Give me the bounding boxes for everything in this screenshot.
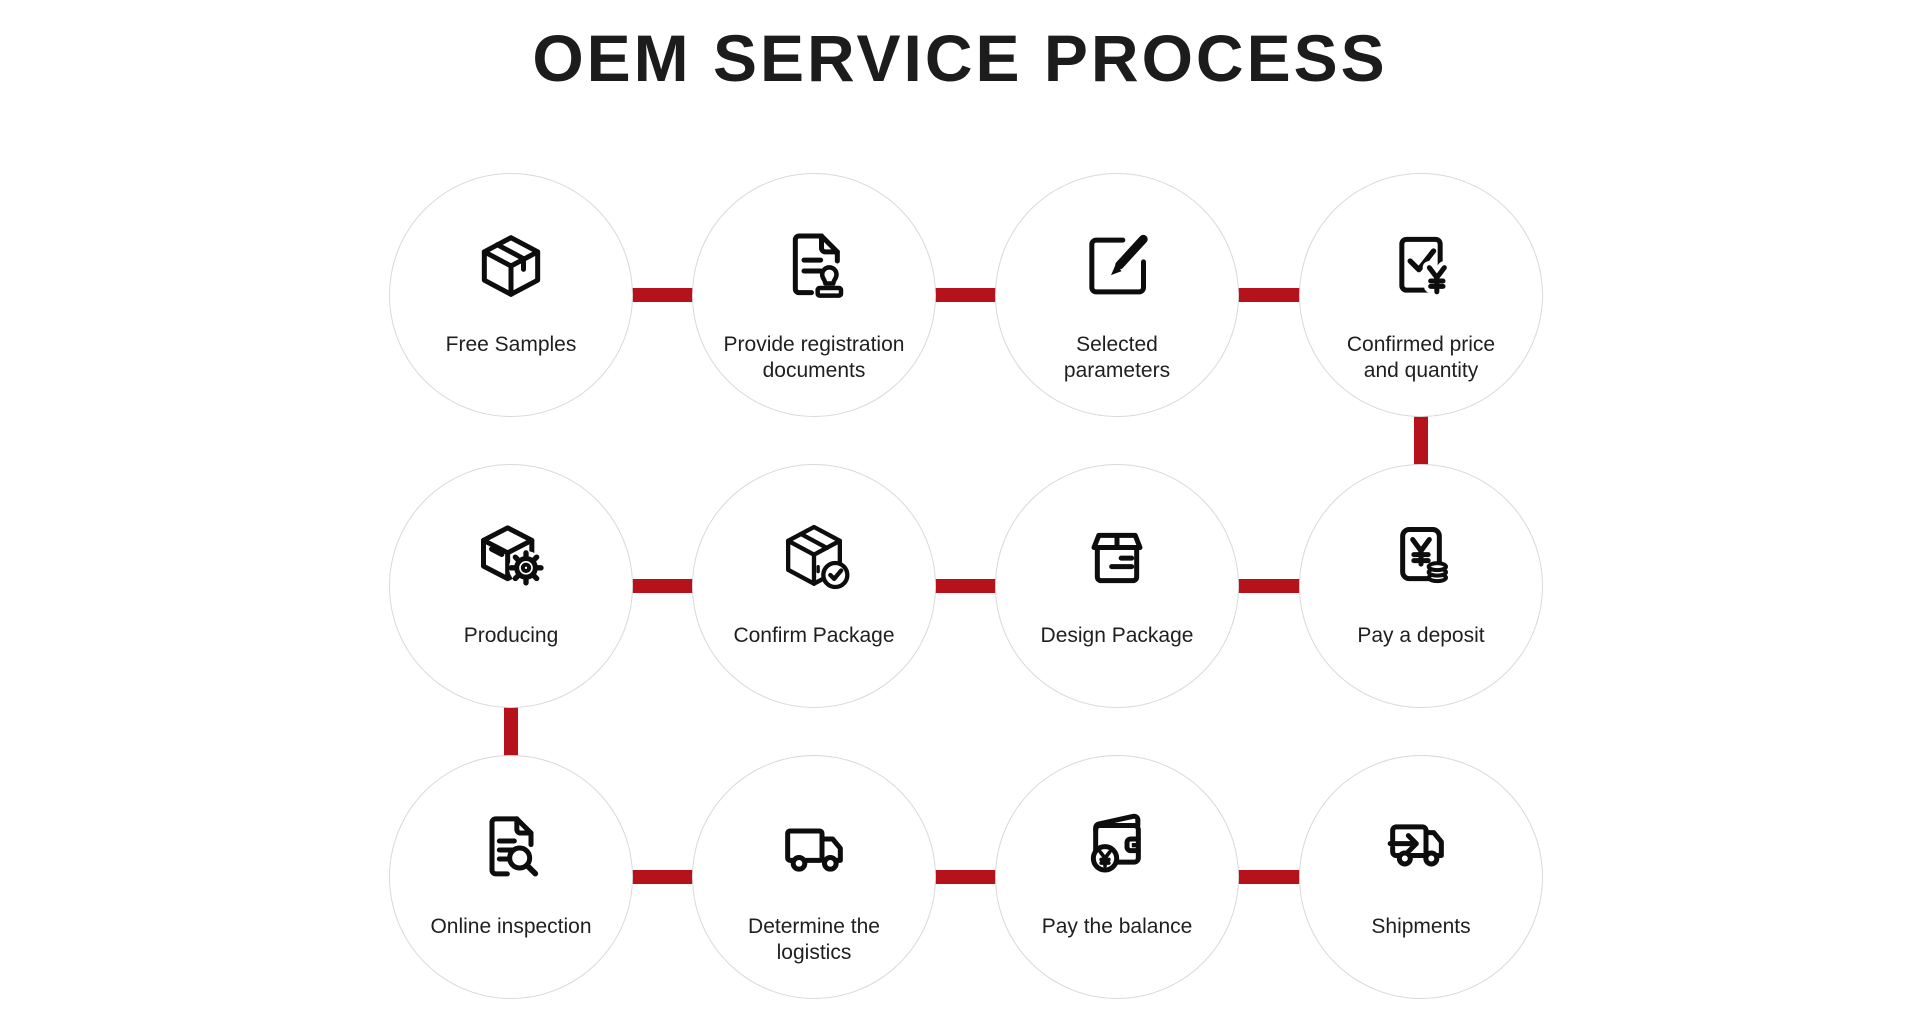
package-box-icon xyxy=(481,235,541,297)
step-producing: Producing xyxy=(389,464,633,708)
step-confirm-package: Confirm Package xyxy=(692,464,936,708)
step-label: Producing xyxy=(463,624,559,647)
delivery-truck-icon xyxy=(785,828,843,872)
box-gear-icon xyxy=(481,525,544,586)
step-shipments: Shipments xyxy=(1299,755,1543,999)
step-label: Confirmed price and quantity xyxy=(1346,333,1496,382)
connector-horizontal xyxy=(632,870,694,884)
yen-note-coins-icon xyxy=(1400,527,1448,584)
step-provide-registration-documents: Provide registration documents xyxy=(692,173,936,417)
step-pay-the-balance: Pay the balance xyxy=(995,755,1239,999)
connector-horizontal xyxy=(1238,288,1300,302)
document-magnifier-icon xyxy=(489,816,539,877)
connector-horizontal xyxy=(935,870,997,884)
shipment-truck-arrow-icon xyxy=(1387,824,1444,867)
step-confirmed-price-and-quantity: Confirmed price and quantity xyxy=(1299,173,1543,417)
carton-box-icon xyxy=(1091,532,1143,584)
connector-horizontal xyxy=(1238,870,1300,884)
edit-square-icon xyxy=(1089,234,1148,295)
step-label: Determine the logistics xyxy=(748,915,880,964)
connector-horizontal xyxy=(632,288,694,302)
step-label: Provide registration documents xyxy=(723,333,905,382)
connector-vertical xyxy=(1414,416,1428,465)
box-check-icon xyxy=(786,524,850,590)
connector-horizontal xyxy=(935,579,997,593)
step-label: Design Package xyxy=(1040,624,1194,647)
step-label: Pay a deposit xyxy=(1357,624,1485,647)
step-label: Confirm Package xyxy=(733,624,895,647)
step-design-package: Design Package xyxy=(995,464,1239,708)
wallet-yen-icon xyxy=(1090,813,1141,873)
step-label: Selected parameters xyxy=(1063,333,1171,382)
step-label: Pay the balance xyxy=(1041,915,1193,938)
step-free-samples: Free Samples xyxy=(389,173,633,417)
step-label: Free Samples xyxy=(445,333,577,356)
step-selected-parameters: Selected parameters xyxy=(995,173,1239,417)
step-determine-the-logistics: Determine the logistics xyxy=(692,755,936,999)
step-pay-a-deposit: Pay a deposit xyxy=(1299,464,1543,708)
connector-horizontal xyxy=(1238,579,1300,593)
step-online-inspection: Online inspection xyxy=(389,755,633,999)
connector-horizontal xyxy=(935,288,997,302)
step-label: Shipments xyxy=(1371,915,1471,938)
page-title: OEM SERVICE PROCESS xyxy=(532,21,1388,95)
document-stamp-icon xyxy=(792,233,844,298)
sheet-check-yen-icon xyxy=(1399,236,1451,299)
connector-horizontal xyxy=(632,579,694,593)
connector-vertical xyxy=(504,707,518,756)
step-label: Online inspection xyxy=(430,915,592,938)
